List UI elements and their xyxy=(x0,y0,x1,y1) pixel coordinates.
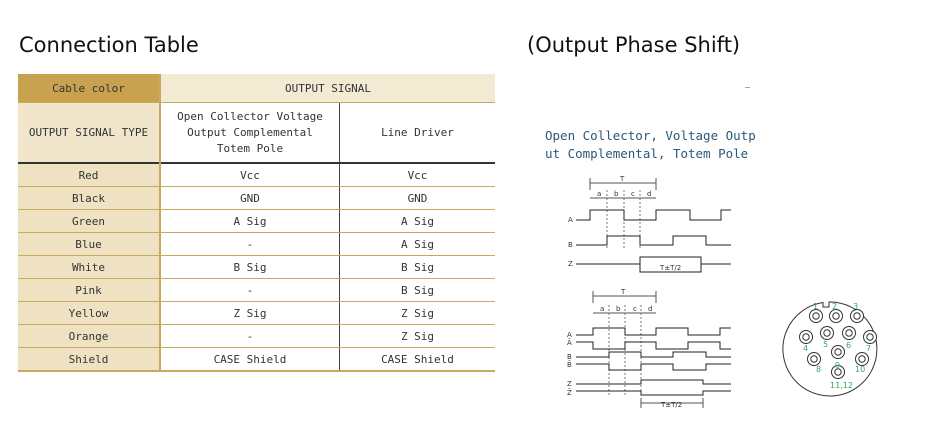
top-waveform-diagram: T a b c d A B Z T±T/2 xyxy=(568,175,731,273)
header-oc-line: Totem Pole xyxy=(216,141,284,155)
cable-color-cell: Black xyxy=(18,186,160,210)
table-row: Pink - B Sig xyxy=(18,278,495,302)
ld-signal-cell: GND xyxy=(339,186,495,210)
cable-color-cell: Green xyxy=(18,209,160,233)
connection-table-title: Connection Table xyxy=(19,33,199,57)
pin-label: 7 xyxy=(866,344,871,353)
ld-signal-cell: Z Sig xyxy=(339,301,495,325)
connector-pins xyxy=(799,309,877,379)
cable-color-cell: Shield xyxy=(18,347,160,372)
pin-label: 4 xyxy=(803,344,808,353)
signal-label-b: B xyxy=(567,353,572,361)
pin-label: 10 xyxy=(855,365,865,374)
pin-label: 6 xyxy=(846,341,851,350)
header-cable-color: Cable color xyxy=(18,74,160,103)
header-oc-line: Output Complemental xyxy=(187,125,313,139)
quarter-label-a: a xyxy=(600,305,604,313)
header-output-signal-type: OUTPUT SIGNAL TYPE xyxy=(18,102,160,164)
table-row: Red Vcc Vcc xyxy=(18,162,495,187)
ld-signal-cell: A Sig xyxy=(339,232,495,256)
quarter-label-d: d xyxy=(648,305,652,313)
pin-label: 5 xyxy=(823,340,828,349)
pin-label: 9 xyxy=(835,361,840,370)
signal-a-pair-wave xyxy=(576,327,731,350)
oc-signal-cell: Vcc xyxy=(159,162,340,187)
signal-a-wave xyxy=(576,209,731,221)
decorative-dash xyxy=(745,87,750,88)
table-row: Yellow Z Sig Z Sig xyxy=(18,301,495,325)
oc-signal-cell: Z Sig xyxy=(159,301,340,325)
ld-signal-cell: B Sig xyxy=(339,255,495,279)
oc-signal-cell: A Sig xyxy=(159,209,340,233)
header-output-signal: OUTPUT SIGNAL xyxy=(159,74,495,103)
quarter-label-c: c xyxy=(633,305,637,313)
phase-subtitle-line: ut Complemental, Totem Pole xyxy=(545,146,749,161)
pin-label: 2 xyxy=(832,302,837,311)
signal-label-z: Z xyxy=(568,260,573,268)
ld-signal-cell: Vcc xyxy=(339,162,495,187)
quarter-label-d: d xyxy=(647,190,651,198)
table-row: Black GND GND xyxy=(18,186,495,210)
oc-signal-cell: GND xyxy=(159,186,340,210)
signal-label-z: Z xyxy=(567,380,572,388)
signal-label-a: A xyxy=(567,331,572,339)
z-pulse-label: T±T/2 xyxy=(660,401,682,409)
table-header-row: Cable color OUTPUT SIGNAL xyxy=(18,74,495,103)
cable-color-cell: Yellow xyxy=(18,301,160,325)
ld-signal-cell: Z Sig xyxy=(339,324,495,348)
signal-label-z-bar: Z̄ xyxy=(567,388,572,397)
pin-label: 11,12 xyxy=(830,381,853,390)
oc-signal-cell: - xyxy=(159,278,340,302)
cable-color-cell: White xyxy=(18,255,160,279)
quarter-label-a: a xyxy=(597,190,601,198)
pin-label: 8 xyxy=(816,365,821,374)
pin-label: 3 xyxy=(853,302,858,311)
table-row: White B Sig B Sig xyxy=(18,255,495,279)
oc-signal-cell: - xyxy=(159,232,340,256)
cable-color-cell: Orange xyxy=(18,324,160,348)
ld-signal-cell: A Sig xyxy=(339,209,495,233)
bottom-waveform-diagram: T a b c d A Ā B B̄ Z Z̄ T±T/2 xyxy=(567,288,731,409)
ld-signal-cell: B Sig xyxy=(339,278,495,302)
table-row: Blue - A Sig xyxy=(18,232,495,256)
connection-table: Cable color OUTPUT SIGNAL OUTPUT SIGNAL … xyxy=(18,74,495,372)
period-label: T xyxy=(620,288,626,296)
table-row: Green A Sig A Sig xyxy=(18,209,495,233)
oc-signal-cell: CASE Shield xyxy=(159,347,340,372)
cable-color-cell: Pink xyxy=(18,278,160,302)
signal-z-pair-wave xyxy=(576,379,731,396)
oc-signal-cell: B Sig xyxy=(159,255,340,279)
quarter-label-c: c xyxy=(631,190,635,198)
pin-label: 1 xyxy=(813,302,818,311)
quarter-label-b: b xyxy=(614,190,619,198)
header-open-collector: Open Collector Voltage Output Complement… xyxy=(159,102,340,164)
signal-label-a-bar: Ā xyxy=(567,338,572,347)
connector-outline xyxy=(782,301,878,397)
signal-label-b-bar: B̄ xyxy=(567,360,572,369)
connector-diagram: 1 2 3 4 5 6 7 8 9 10 11,12 xyxy=(782,301,878,397)
signal-b-wave xyxy=(576,235,731,246)
table-row: Shield CASE Shield CASE Shield xyxy=(18,347,495,372)
signal-label-a: A xyxy=(568,216,573,224)
signal-label-b: B xyxy=(568,241,573,249)
z-pulse-label: T±T/2 xyxy=(659,264,681,272)
phase-shift-title: (Output Phase Shift) xyxy=(527,33,741,57)
ld-signal-cell: CASE Shield xyxy=(339,347,495,372)
signal-b-pair-wave xyxy=(576,351,731,371)
header-oc-line: Open Collector Voltage xyxy=(177,109,323,123)
quarter-label-b: b xyxy=(616,305,621,313)
cable-color-cell: Blue xyxy=(18,232,160,256)
table-subheader-row: OUTPUT SIGNAL TYPE Open Collector Voltag… xyxy=(18,102,495,164)
period-label: T xyxy=(619,175,625,183)
oc-signal-cell: - xyxy=(159,324,340,348)
phase-subtitle: Open Collector, Voltage Outp ut Compleme… xyxy=(545,127,765,163)
cable-color-cell: Red xyxy=(18,162,160,187)
table-row: Orange - Z Sig xyxy=(18,324,495,348)
phase-subtitle-line: Open Collector, Voltage Outp xyxy=(545,128,756,143)
signal-z-wave xyxy=(576,256,731,273)
